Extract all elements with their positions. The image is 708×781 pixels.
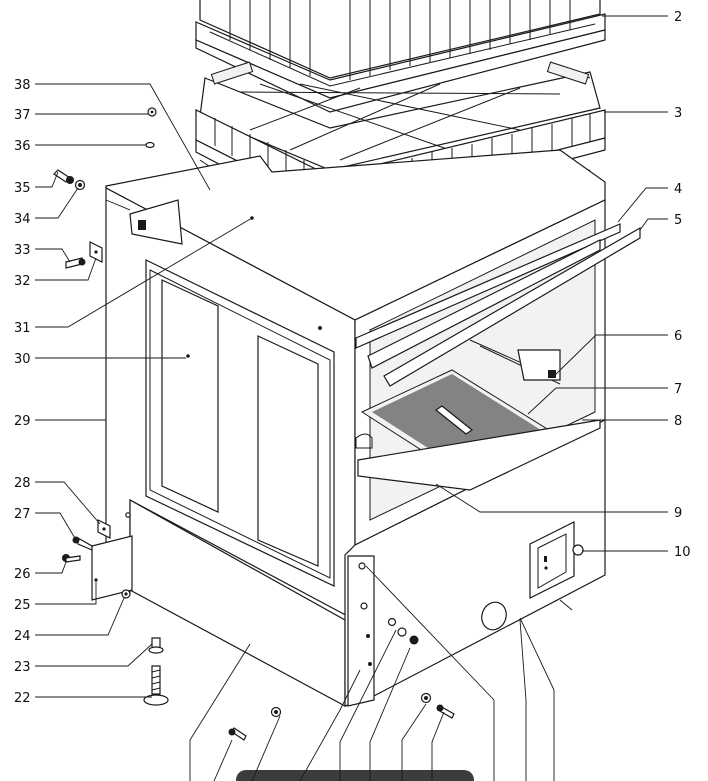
- callout-38: 38: [14, 78, 31, 93]
- callout-32: 32: [14, 274, 31, 289]
- callout-24: 24: [14, 629, 31, 644]
- callout-10: 10: [674, 545, 691, 560]
- inner-rails: [355, 223, 641, 387]
- callout-22: 22: [14, 691, 31, 706]
- callout-30: 30: [14, 352, 31, 367]
- callout-35: 35: [14, 181, 31, 196]
- callout-36: 36: [14, 139, 31, 154]
- left-callouts: 38 37 36 35 34 33 32 31 30 29 28 27 26 2…: [14, 78, 31, 706]
- callout-28: 28: [14, 476, 31, 491]
- callout-31: 31: [14, 321, 31, 336]
- callout-2: 2: [674, 10, 682, 25]
- right-callouts: 2 3 4 5 6 7 8 9 10: [674, 10, 691, 560]
- hardware-parts-bottom: [228, 617, 474, 781]
- callout-26: 26: [14, 567, 31, 582]
- callout-4: 4: [674, 182, 682, 197]
- callout-25: 25: [14, 598, 31, 613]
- callout-3: 3: [674, 106, 682, 121]
- callout-23: 23: [14, 660, 31, 675]
- callout-29: 29: [14, 414, 31, 429]
- callout-5: 5: [674, 213, 682, 228]
- callout-34: 34: [14, 212, 31, 227]
- callout-7: 7: [674, 382, 682, 397]
- control-panel: [529, 521, 584, 599]
- callout-6: 6: [674, 329, 682, 344]
- rack-upper-bars: [229, 0, 571, 80]
- rack-upper: [195, 0, 606, 113]
- leader-lines: [35, 15, 668, 781]
- side-bracket: [347, 555, 375, 707]
- bottom-tray: [357, 419, 601, 491]
- callout-27: 27: [14, 507, 31, 522]
- callout-9: 9: [674, 506, 682, 521]
- callout-37: 37: [14, 108, 31, 123]
- callout-8: 8: [674, 414, 682, 429]
- callout-33: 33: [14, 243, 31, 258]
